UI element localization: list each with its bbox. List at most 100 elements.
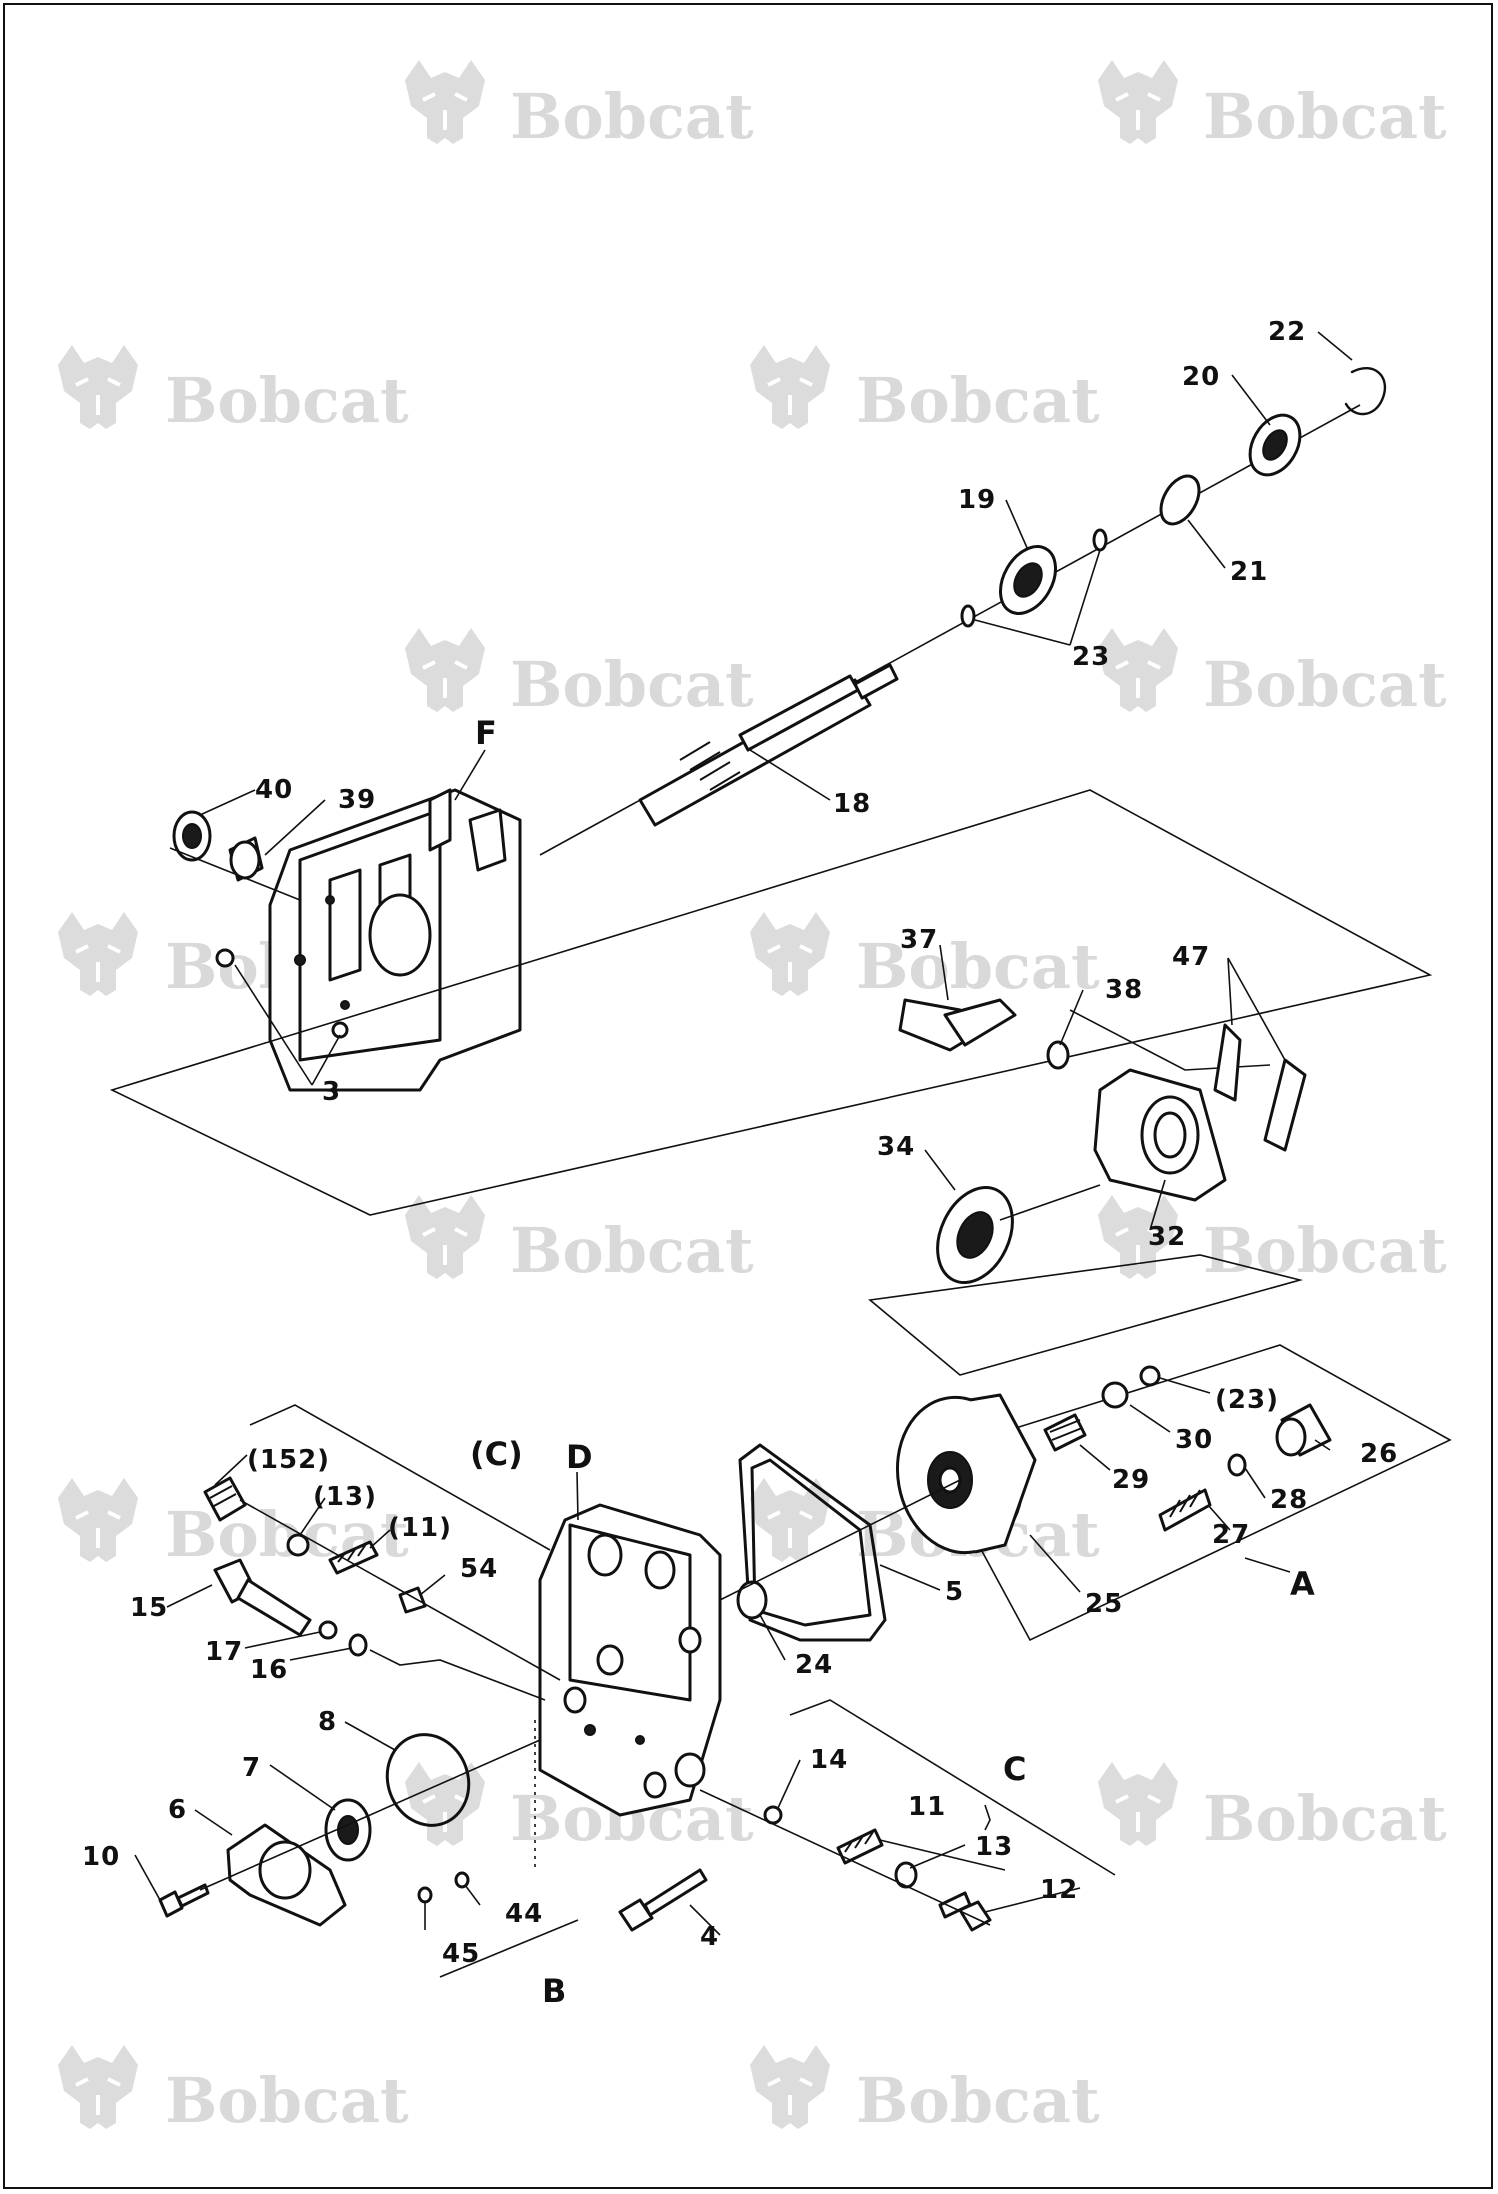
spring-29 xyxy=(1043,1413,1087,1452)
label-13: 13 xyxy=(975,1832,1013,1862)
retaining-ring-22 xyxy=(1344,366,1387,416)
label-26: 26 xyxy=(1360,1439,1398,1469)
part-labels: 22 20 19 21 23 18 F 40 39 3 37 38 47 34 … xyxy=(82,317,1398,2010)
washer-30 xyxy=(1101,1381,1129,1409)
watermark-text: Bobcat xyxy=(510,80,754,153)
group-C-lower-outline xyxy=(789,1699,1116,1876)
label-16: 16 xyxy=(250,1655,288,1685)
label-11-paren: (11) xyxy=(388,1513,452,1543)
oring-23-upper xyxy=(1092,528,1108,552)
bushing-39 xyxy=(228,836,264,882)
group-C-upper xyxy=(203,1404,561,1701)
label-40: 40 xyxy=(255,775,293,805)
bobcat-logo-icon xyxy=(56,1476,140,1564)
oring-16 xyxy=(348,1633,368,1657)
watermark-text: Bobcat xyxy=(165,364,409,437)
label-F: F xyxy=(475,714,497,752)
bobcat-logo-icon xyxy=(748,2043,832,2131)
label-45: 45 xyxy=(442,1939,480,1969)
shim-47-a xyxy=(1213,1023,1242,1102)
label-32: 32 xyxy=(1148,1222,1186,1252)
axis-line-34 xyxy=(999,1184,1101,1221)
bolt-4 xyxy=(618,1868,708,1932)
spring-27 xyxy=(1158,1488,1212,1532)
spring-11-lower xyxy=(836,1828,884,1865)
oring-3-b xyxy=(331,1021,349,1039)
label-6: 6 xyxy=(168,1795,187,1825)
cover-6 xyxy=(226,1823,347,1927)
valve-body-D xyxy=(538,1503,722,1817)
bobcat-logo-icon xyxy=(1096,58,1180,146)
oring-23-lower xyxy=(960,604,976,628)
ball-14 xyxy=(763,1805,783,1825)
watermark-text: Bobcat xyxy=(510,1214,754,1287)
group-A xyxy=(895,1344,1452,1642)
washer-21 xyxy=(1159,474,1201,526)
gasket-5-inner xyxy=(750,1458,872,1627)
group-C-upper-outline xyxy=(249,1404,551,1551)
bobcat-logo-icon xyxy=(56,2043,140,2131)
label-15: 15 xyxy=(130,1593,168,1623)
housing-F xyxy=(268,788,522,1092)
gear-25 xyxy=(895,1393,1037,1555)
label-3: 3 xyxy=(322,1077,341,1107)
label-12: 12 xyxy=(1040,1875,1078,1905)
lower-left-parts xyxy=(158,1733,541,1927)
group-B xyxy=(417,1720,579,1978)
watermark-text: Bobcat xyxy=(1203,1782,1447,1855)
label-23-paren: (23) xyxy=(1215,1385,1279,1415)
label-C: C xyxy=(1003,1750,1026,1788)
group-C-lower xyxy=(699,1699,1116,1932)
oring-17 xyxy=(318,1620,338,1640)
group-F-outline xyxy=(109,789,1433,1216)
axis-line-C-lower xyxy=(699,1789,991,1926)
bobcat-logo-icon xyxy=(403,626,487,714)
bearing-34 xyxy=(936,1185,1014,1285)
label-14: 14 xyxy=(810,1745,848,1775)
label-28: 28 xyxy=(1270,1485,1308,1515)
bobcat-logo-icon xyxy=(403,58,487,146)
leader-lines xyxy=(134,331,1353,1936)
label-18: 18 xyxy=(833,789,871,819)
label-21: 21 xyxy=(1230,557,1268,587)
axis-line-15 xyxy=(369,1649,546,1701)
label-7: 7 xyxy=(242,1753,261,1783)
plug-12 xyxy=(938,1891,992,1932)
oring-13-upper xyxy=(286,1533,310,1557)
valve-15 xyxy=(213,1558,312,1637)
label-4: 4 xyxy=(700,1922,719,1952)
label-8: 8 xyxy=(318,1707,337,1737)
oring-44 xyxy=(454,1871,470,1889)
label-27: 27 xyxy=(1212,1520,1250,1550)
label-44: 44 xyxy=(505,1899,543,1929)
label-D: D xyxy=(566,1438,593,1476)
label-11: 11 xyxy=(908,1792,946,1822)
label-13-paren: (13) xyxy=(313,1482,377,1512)
bearing-20 xyxy=(1248,413,1302,477)
label-34: 34 xyxy=(877,1132,915,1162)
spacer-24 xyxy=(736,1580,768,1620)
plug-26 xyxy=(1275,1403,1332,1457)
label-25: 25 xyxy=(1085,1589,1123,1619)
axis-line-40 xyxy=(169,847,301,901)
bobcat-logo-icon xyxy=(748,910,832,998)
label-5: 5 xyxy=(945,1577,964,1607)
plug-45 xyxy=(417,1886,433,1904)
gasket-5 xyxy=(738,1443,887,1642)
axis-line-C-upper xyxy=(239,1499,561,1681)
group-34-outline xyxy=(868,1254,1304,1376)
label-10: 10 xyxy=(82,1842,120,1872)
label-24: 24 xyxy=(795,1650,833,1680)
axis-line-25 xyxy=(719,1479,961,1601)
axis-line-lower-left xyxy=(199,1739,541,1891)
group-B-outline xyxy=(439,1919,579,1978)
watermark-text: Bobcat xyxy=(1203,1214,1447,1287)
label-19: 19 xyxy=(958,485,996,515)
spring-11-upper xyxy=(328,1540,379,1575)
oring-8 xyxy=(385,1733,471,1827)
oring-23-group-a xyxy=(1139,1365,1161,1387)
label-54: 54 xyxy=(460,1554,498,1584)
cover-32 xyxy=(1093,1068,1227,1202)
group-A-outline xyxy=(928,1344,1452,1642)
